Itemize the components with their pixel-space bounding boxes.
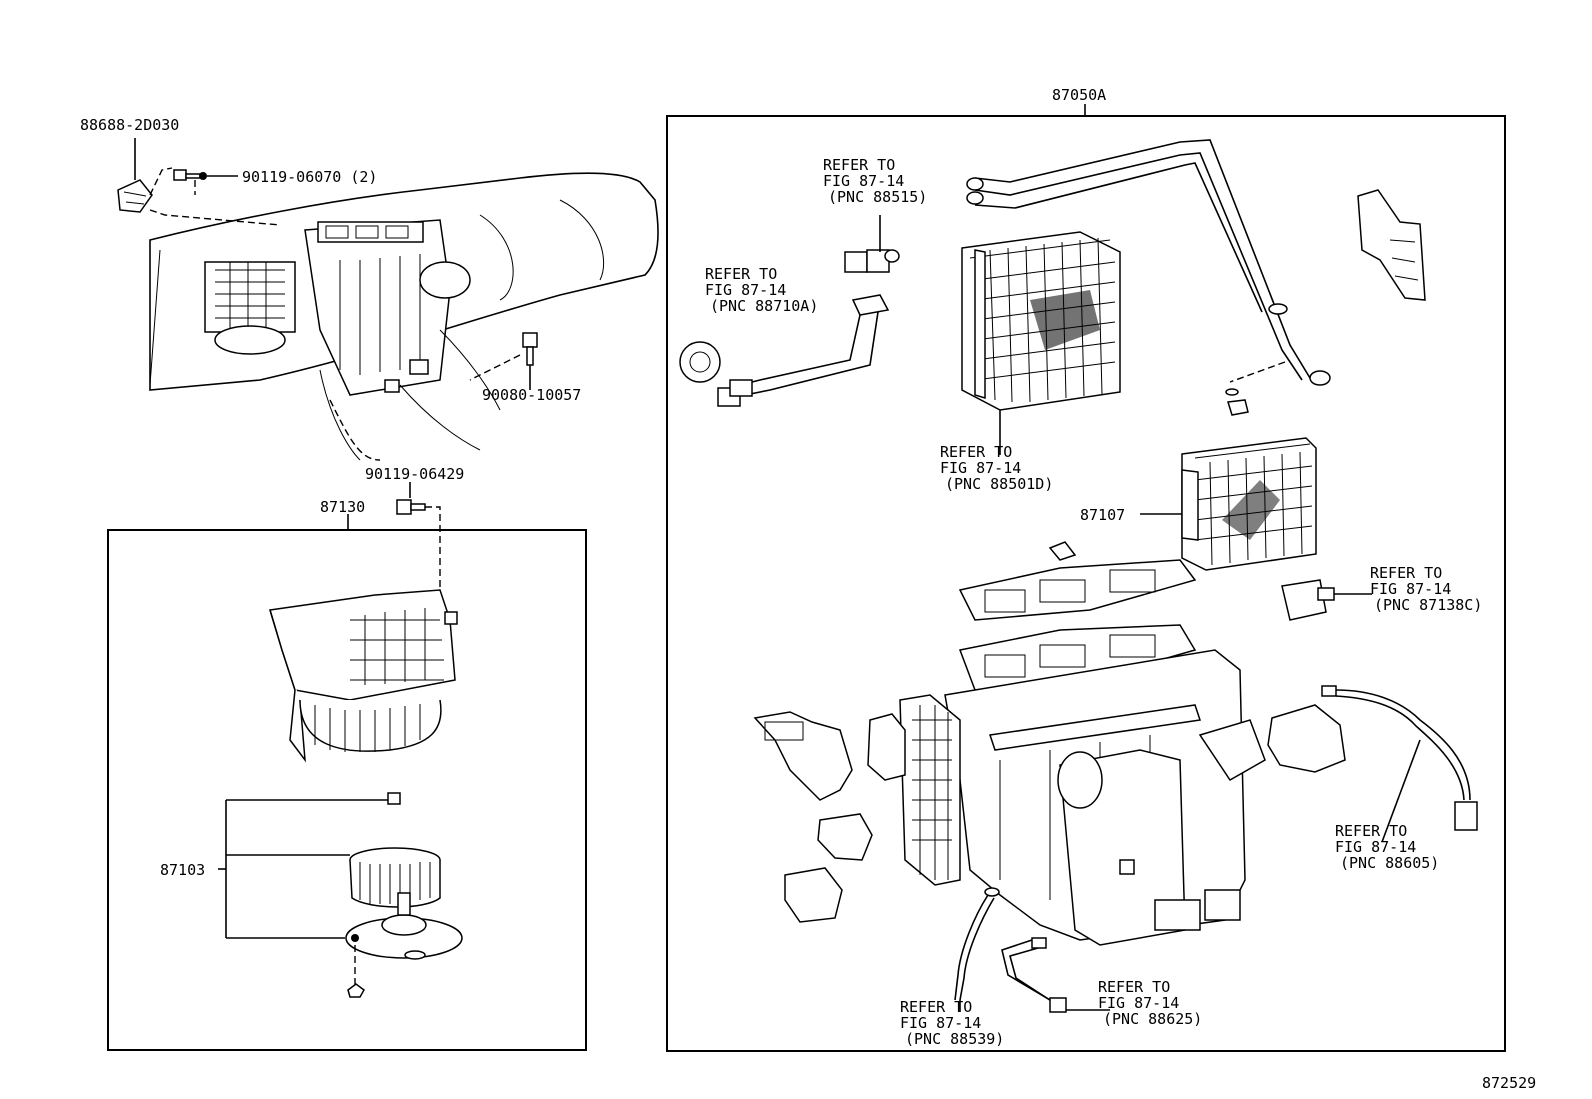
blower-duct-right-illustration bbox=[1267, 685, 1478, 831]
motor-screw-illustration bbox=[347, 983, 365, 998]
label-drawing-no: 872529 bbox=[1482, 1074, 1536, 1092]
dash-bolt-right bbox=[469, 354, 521, 381]
ref-88605-line3: (PNC 88605) bbox=[1340, 854, 1439, 872]
ref-88710a-line3: (PNC 88710A) bbox=[710, 297, 818, 315]
dash-clip bbox=[149, 167, 281, 226]
ref-88501d-line2: FIG 87-14 bbox=[940, 459, 1021, 477]
blower-assy-illustration bbox=[269, 589, 458, 763]
expansion-valve-illustration bbox=[679, 249, 900, 407]
sensor-88625-illustration bbox=[1001, 937, 1067, 1013]
ref-87138c-line3: (PNC 87138C) bbox=[1374, 596, 1482, 614]
ref-88625-line2: FIG 87-14 bbox=[1098, 994, 1179, 1012]
ref-88515-line2: FIG 87-14 bbox=[823, 172, 904, 190]
ref-88625-line1: REFER TO bbox=[1098, 978, 1170, 996]
ref-88515-line1: REFER TO bbox=[823, 156, 895, 174]
evaporator-illustration bbox=[961, 231, 1121, 411]
ref-88605-line1: REFER TO bbox=[1335, 822, 1407, 840]
ref-88710a-line1: REFER TO bbox=[705, 265, 777, 283]
ref-88605-line2: FIG 87-14 bbox=[1335, 838, 1416, 856]
resistor-illustration bbox=[1281, 579, 1335, 621]
ref-88539-line2: FIG 87-14 bbox=[900, 1014, 981, 1032]
bolt-right-illustration bbox=[522, 332, 538, 366]
label-clip-part: 88688-2D030 bbox=[80, 116, 179, 134]
ref-88539-line1: REFER TO bbox=[900, 998, 972, 1016]
label-unit-assy: 87050A bbox=[1052, 86, 1106, 104]
dash-screw-mid-dashboard bbox=[329, 399, 381, 461]
leader-wire-88605 bbox=[1381, 739, 1421, 843]
label-bolt-right: 90080-10057 bbox=[482, 386, 581, 404]
pipes-illustration bbox=[966, 139, 1331, 386]
ref-88710a-line2: FIG 87-14 bbox=[705, 281, 786, 299]
sensor-88539-illustration bbox=[954, 887, 1000, 1001]
screw-top-illustration bbox=[173, 169, 207, 181]
blower-motor-illustration bbox=[345, 792, 463, 960]
dash-pipe bbox=[1229, 361, 1286, 383]
side-ducts-illustration bbox=[753, 711, 873, 923]
bracket-top-right-illustration bbox=[1357, 189, 1426, 301]
label-screw-mid: 90119-06429 bbox=[365, 465, 464, 483]
heater-core-illustration bbox=[1181, 437, 1317, 571]
pipe-fittings-illustration bbox=[1225, 388, 1249, 416]
ref-88501d-line1: REFER TO bbox=[940, 443, 1012, 461]
label-heater-core: 87107 bbox=[1080, 506, 1125, 524]
blower-assy-frame bbox=[107, 529, 587, 1051]
label-blower-motor: 87103 bbox=[160, 861, 205, 879]
ref-88625-line3: (PNC 88625) bbox=[1103, 1010, 1202, 1028]
ref-88539-line3: (PNC 88539) bbox=[905, 1030, 1004, 1048]
screw-mid-illustration bbox=[396, 499, 426, 515]
hvac-case-illustration bbox=[867, 541, 1266, 946]
dash-screw-mid bbox=[425, 506, 441, 590]
label-blower-assy: 87130 bbox=[320, 498, 365, 516]
ref-88515-line3: (PNC 88515) bbox=[828, 188, 927, 206]
label-screw-top: 90119-06070 (2) bbox=[242, 168, 377, 186]
dashboard-assembly-illustration bbox=[149, 172, 659, 461]
ref-87138c-line2: FIG 87-14 bbox=[1370, 580, 1451, 598]
unit-assy-frame bbox=[666, 115, 1506, 1052]
ref-88501d-line3: (PNC 88501D) bbox=[945, 475, 1053, 493]
ref-87138c-line1: REFER TO bbox=[1370, 564, 1442, 582]
clip-part-illustration bbox=[117, 179, 153, 213]
